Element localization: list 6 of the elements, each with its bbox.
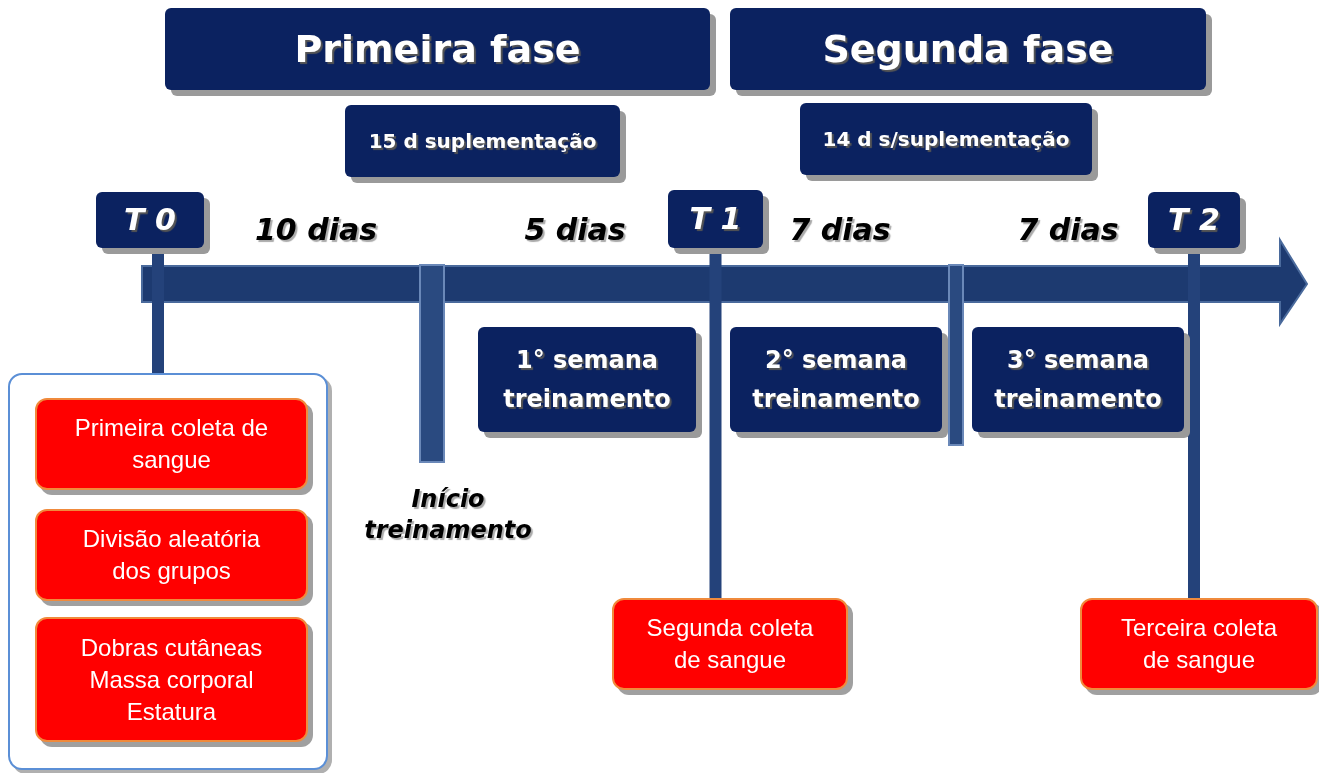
duration-label: 7 dias: [788, 211, 892, 249]
duration-label: 5 dias: [523, 211, 627, 249]
duration-label: 10 dias: [253, 211, 379, 249]
timeline-arrow: [141, 236, 1309, 328]
event-label: Início treinamento: [363, 484, 533, 547]
duration-label: 7 dias: [1016, 211, 1120, 249]
